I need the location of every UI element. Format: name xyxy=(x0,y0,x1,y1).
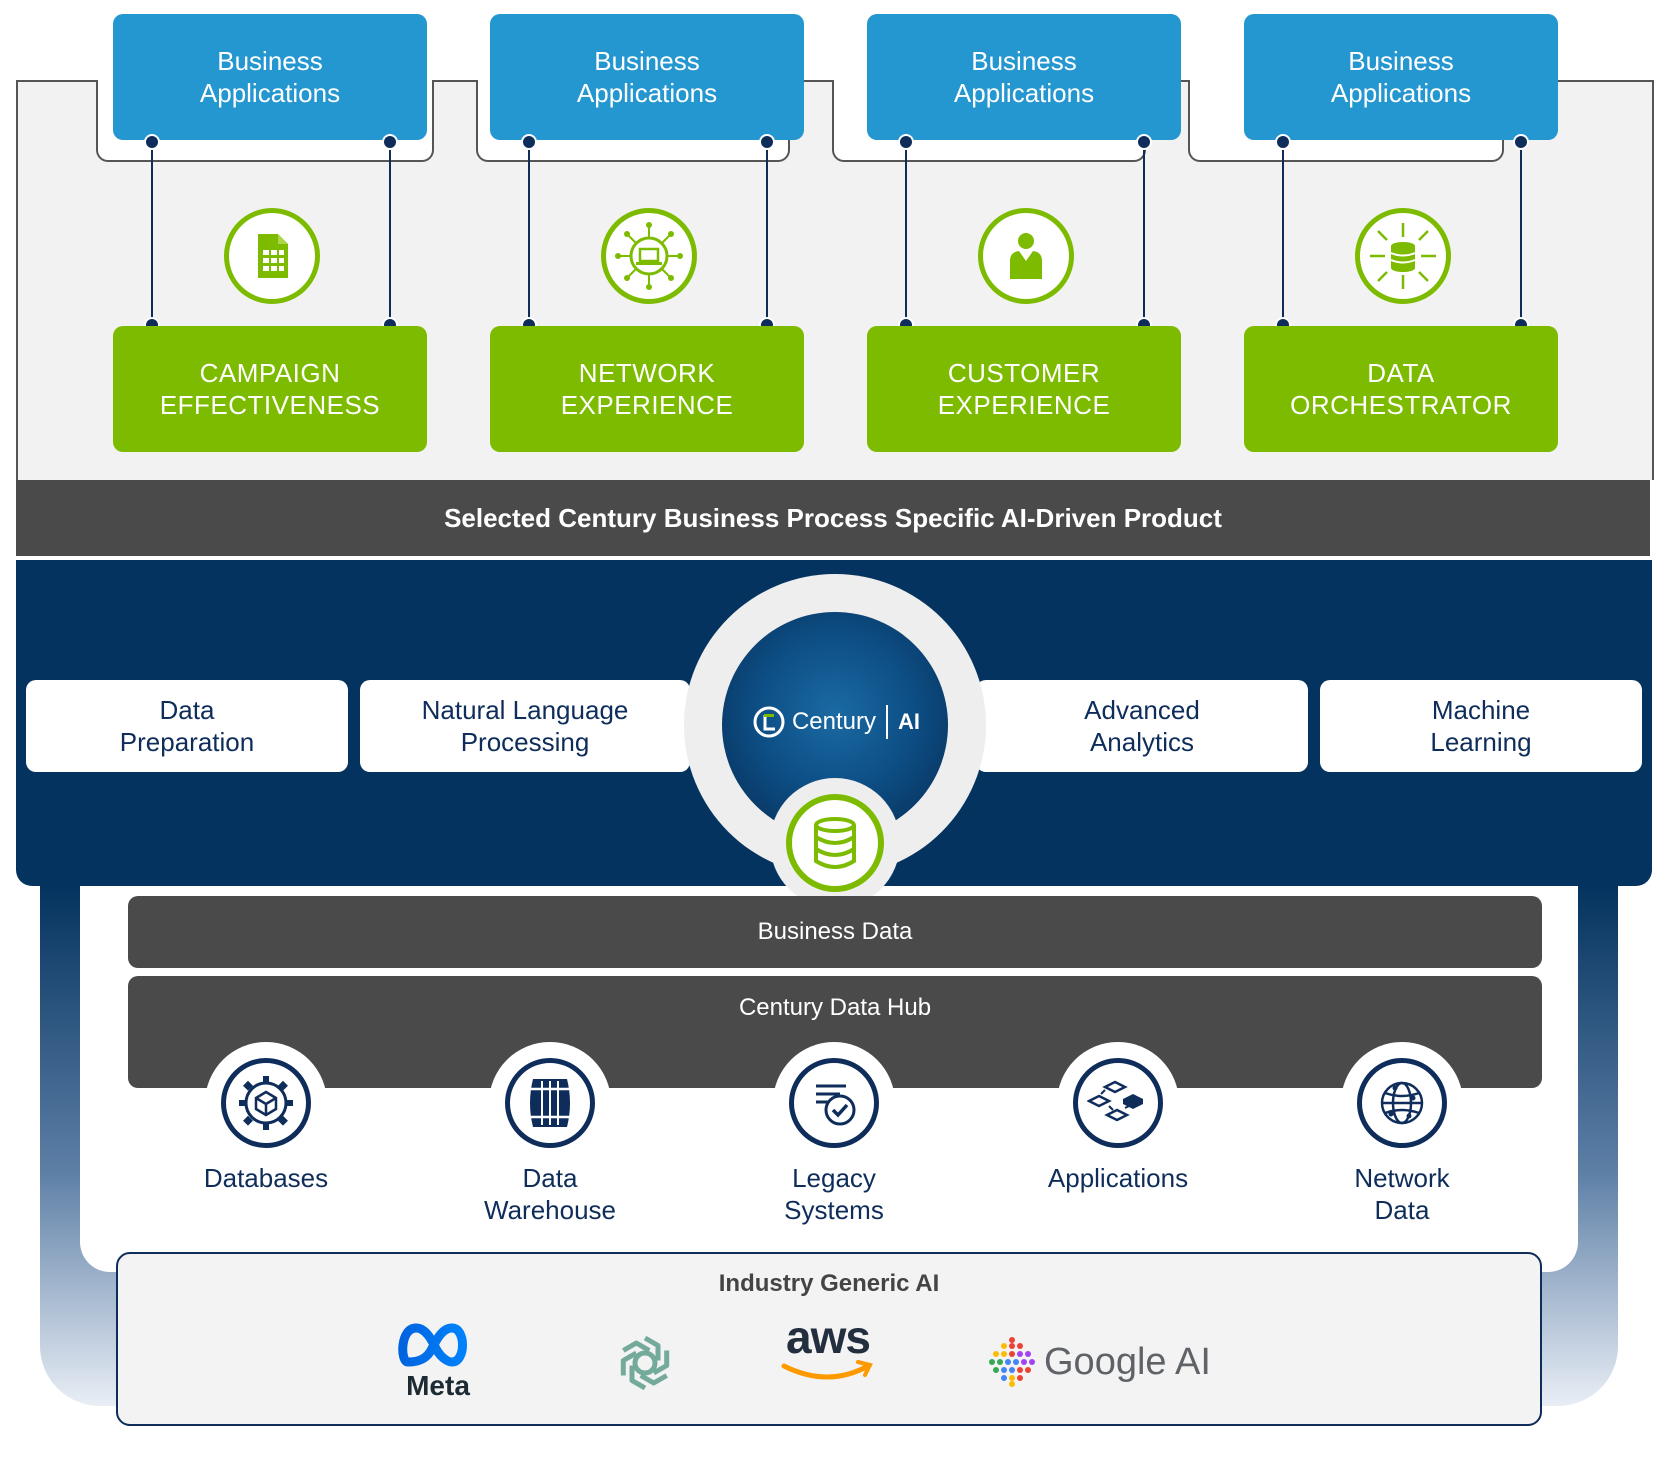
document-report-icon xyxy=(224,208,320,304)
meta-wordmark: Meta xyxy=(406,1370,470,1401)
connector-dot xyxy=(1513,134,1529,150)
panel-edge xyxy=(1500,80,1652,82)
capability-natural-language-processing[interactable]: Natural Language Processing xyxy=(360,680,690,772)
person-icon xyxy=(978,208,1074,304)
product-network-experience[interactable]: NETWORK EXPERIENCE xyxy=(490,326,804,452)
database-stack-icon xyxy=(786,794,884,892)
google-ai-wordmark: Google AI xyxy=(1044,1340,1211,1383)
app-blocks-icon xyxy=(1073,1058,1163,1148)
capability-data-preparation[interactable]: Data Preparation xyxy=(26,680,348,772)
century-logo-mark-icon xyxy=(753,706,785,738)
meta-infinity-icon xyxy=(398,1323,467,1367)
connector-line xyxy=(389,140,391,324)
panel-edge xyxy=(430,80,476,82)
industry-generic-ai-title: Industry Generic AI xyxy=(718,1270,940,1297)
source-label-data-warehouse: Data Warehouse xyxy=(484,1163,616,1225)
panel-edge xyxy=(16,80,96,82)
selected-product-bar: Selected Century Business Process Specif… xyxy=(16,480,1650,556)
source-label-databases: Databases xyxy=(203,1163,329,1193)
laptop-network-icon xyxy=(601,208,697,304)
connector-line xyxy=(1143,140,1145,324)
capability-advanced-analytics[interactable]: Advanced Analytics xyxy=(976,680,1308,772)
connector-line xyxy=(528,140,530,324)
panel-edge xyxy=(786,80,832,82)
business-applications-box[interactable]: Business Applications xyxy=(867,14,1181,140)
connector-dot xyxy=(898,134,914,150)
source-label-network-data: Network Data xyxy=(1354,1163,1450,1225)
connector-line xyxy=(766,140,768,324)
google-ai-dots-icon xyxy=(989,1337,1035,1387)
legacy-systems-source[interactable] xyxy=(773,1042,895,1164)
product-campaign-effectiveness[interactable]: CAMPAIGN EFFECTIVENESS xyxy=(113,326,427,452)
data-hub-title: Century Data Hub xyxy=(738,994,932,1021)
aws-logo: aws xyxy=(778,1314,878,1394)
business-applications-box[interactable]: Business Applications xyxy=(1244,14,1558,140)
google-ai-logo: Google AI xyxy=(988,1332,1228,1392)
data-warehouse-source[interactable] xyxy=(489,1042,611,1164)
century-ai-logo: Century AI xyxy=(748,700,924,744)
connector-line xyxy=(1282,140,1284,324)
business-data-bar: Business Data xyxy=(128,896,1542,968)
logo-ai-text: AI xyxy=(898,709,921,734)
connector-dot xyxy=(1275,134,1291,150)
connector-line xyxy=(151,140,153,324)
connector-dot xyxy=(759,134,775,150)
logo-brand-text: Century xyxy=(791,708,877,735)
connector-line xyxy=(1520,140,1522,324)
industry-generic-ai-box: Industry Generic AI Meta aws xyxy=(116,1252,1542,1426)
globe-icon xyxy=(1357,1058,1447,1148)
business-applications-label: Business Applications xyxy=(199,46,341,108)
business-applications-box[interactable]: Business Applications xyxy=(113,14,427,140)
aws-smile-icon xyxy=(781,1360,873,1380)
business-applications-label: Business Applications xyxy=(576,46,718,108)
source-label-legacy-systems: Legacy Systems xyxy=(784,1163,884,1225)
source-label-applications: Applications xyxy=(1047,1163,1189,1193)
checklist-icon xyxy=(789,1058,879,1148)
connector-line xyxy=(905,140,907,324)
business-applications-label: Business Applications xyxy=(953,46,1095,108)
database-cube-icon xyxy=(221,1058,311,1148)
product-data-orchestrator[interactable]: DATA ORCHESTRATOR xyxy=(1244,326,1558,452)
connector-dot xyxy=(144,134,160,150)
connector-dot xyxy=(521,134,537,150)
meta-logo: Meta xyxy=(398,1318,478,1408)
barrel-icon xyxy=(505,1058,595,1148)
capability-machine-learning[interactable]: Machine Learning xyxy=(1320,680,1642,772)
logo-divider xyxy=(886,705,889,739)
business-applications-label: Business Applications xyxy=(1330,46,1472,108)
databases-source[interactable] xyxy=(205,1042,327,1164)
applications-source[interactable] xyxy=(1057,1042,1179,1164)
network-data-source[interactable] xyxy=(1341,1042,1463,1164)
openai-logo xyxy=(614,1332,676,1394)
business-applications-box[interactable]: Business Applications xyxy=(490,14,804,140)
connector-dot xyxy=(382,134,398,150)
connector-dot xyxy=(1136,134,1152,150)
aws-wordmark: aws xyxy=(786,1311,871,1363)
openai-knot-icon xyxy=(620,1335,670,1391)
product-customer-experience[interactable]: CUSTOMER EXPERIENCE xyxy=(867,326,1181,452)
database-hub-icon xyxy=(1355,208,1451,304)
